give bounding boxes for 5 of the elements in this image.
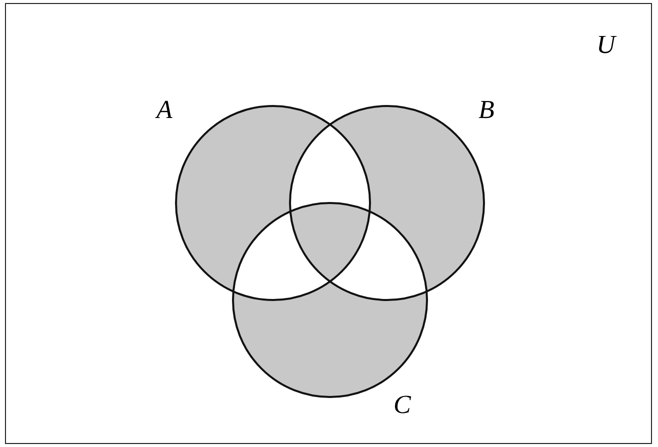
set-label: B	[478, 96, 494, 122]
universe-label: U	[596, 32, 616, 58]
set-label: A	[156, 96, 172, 122]
set-label: C	[394, 392, 411, 418]
universe-rectangle	[5, 3, 652, 444]
